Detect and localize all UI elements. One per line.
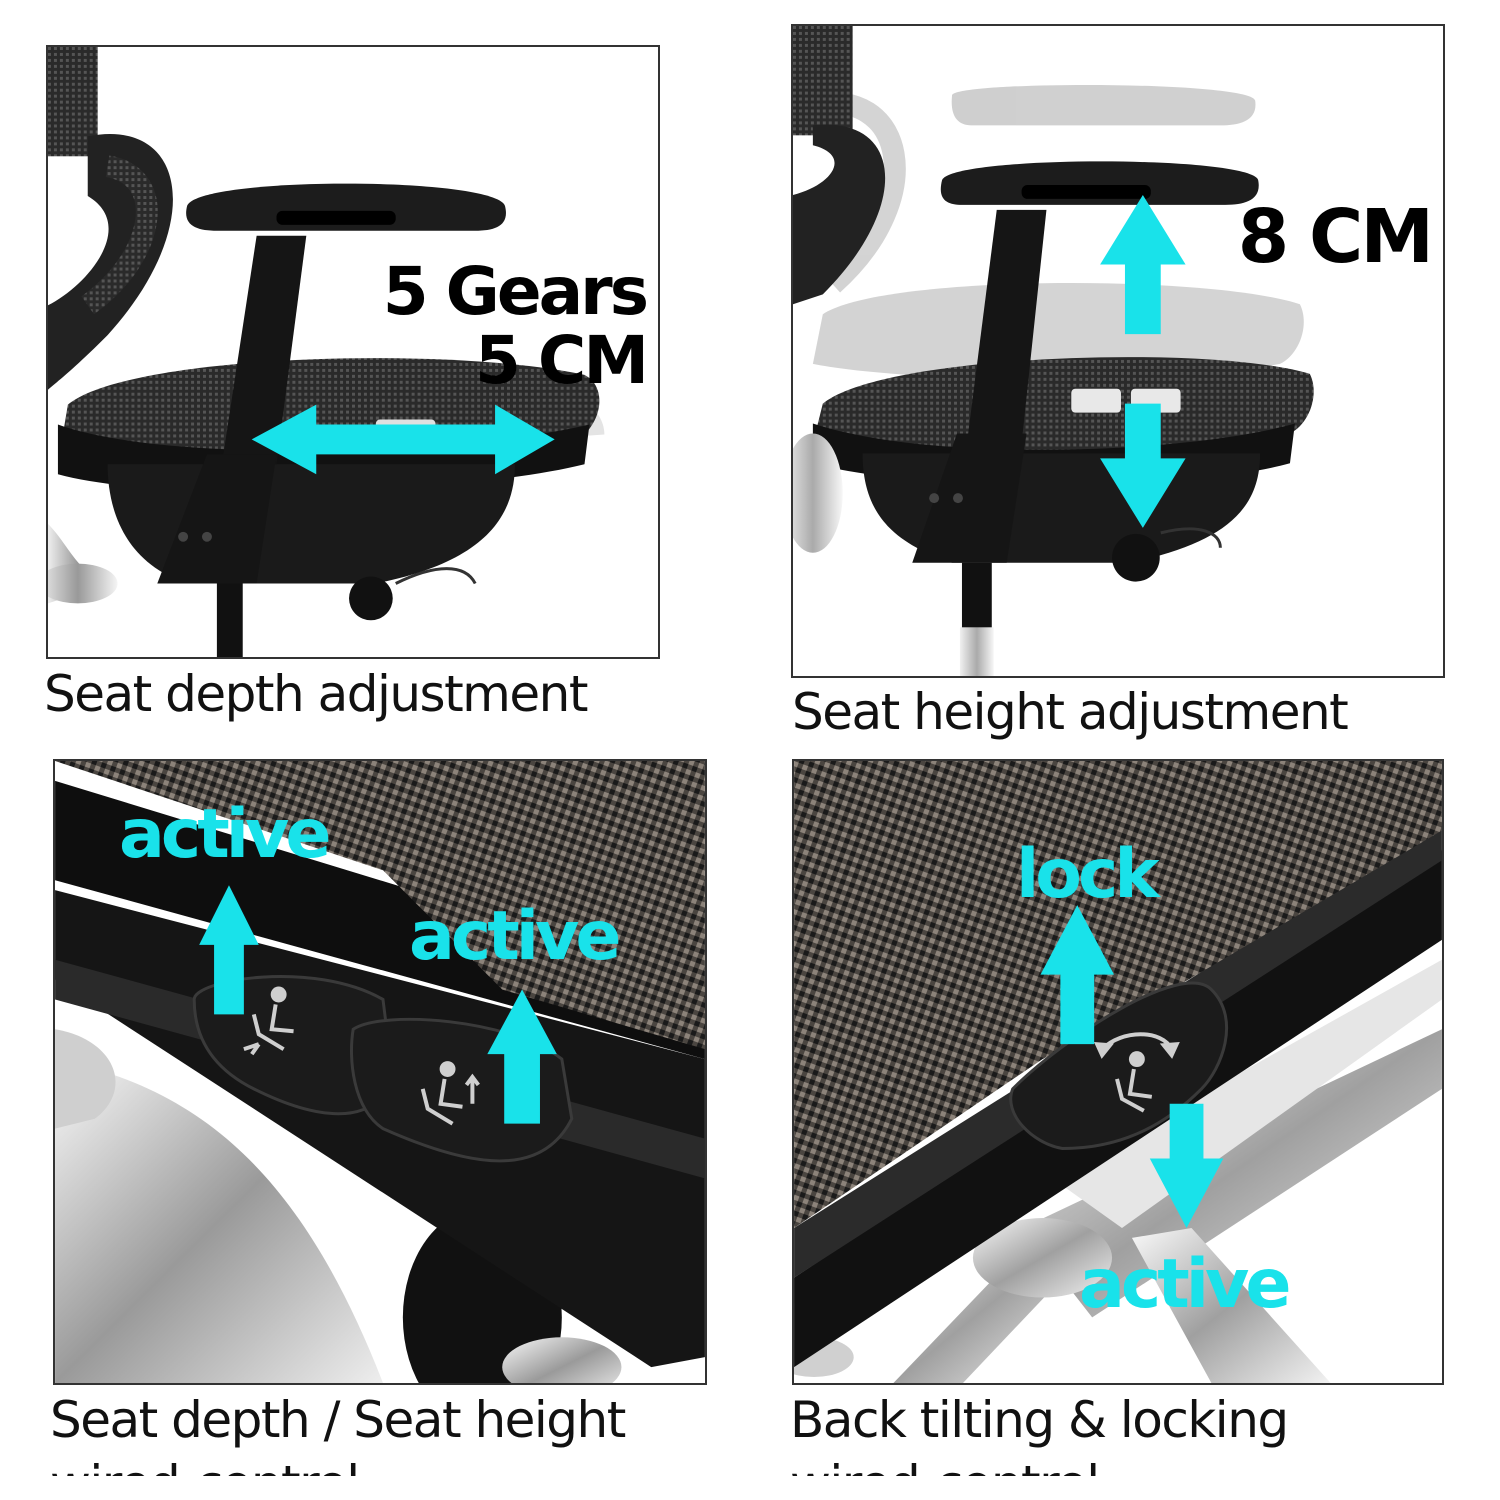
caption-line-2: wired-control bbox=[790, 1452, 1470, 1476]
caption-line-1: Seat depth / Seat height bbox=[50, 1391, 626, 1449]
caption-tilt-lock-control: Back tilting & locking wired-control bbox=[790, 1388, 1470, 1476]
depth-lever-label: active bbox=[119, 795, 331, 874]
caption-depth-height-control: Seat depth / Seat height wired-control bbox=[50, 1388, 730, 1476]
caption-seat-depth: Seat depth adjustment bbox=[44, 665, 588, 723]
seat-height-icon bbox=[420, 1061, 480, 1126]
panel-seat-depth: 5 Gears 5 CM bbox=[46, 45, 660, 659]
caption-line-2: wired-control bbox=[50, 1452, 730, 1476]
seat-depth-icon bbox=[243, 986, 294, 1056]
arrow-up-icon bbox=[1040, 905, 1115, 1045]
height-lever-label: active bbox=[409, 897, 621, 976]
caption-seat-height: Seat height adjustment bbox=[792, 683, 1349, 741]
dual-lever-closeup-illustration bbox=[55, 761, 705, 1383]
panel-tilt-lock-control: lock active bbox=[792, 759, 1444, 1385]
active-label: active bbox=[1079, 1245, 1291, 1324]
depth-callout-gears: 5 Gears bbox=[382, 253, 649, 330]
caption-line-1: Back tilting & locking bbox=[790, 1391, 1289, 1449]
chair-seat-height-illustration bbox=[793, 26, 1443, 676]
double-arrow-horizontal-icon bbox=[251, 404, 555, 475]
arrow-down-icon bbox=[1100, 403, 1186, 528]
tilt-lever-closeup-illustration bbox=[794, 761, 1442, 1383]
arrow-up-icon bbox=[1100, 194, 1186, 335]
panel-depth-height-controls: active active bbox=[53, 759, 707, 1385]
arrow-up-icon bbox=[487, 989, 557, 1124]
arrow-down-icon bbox=[1149, 1103, 1224, 1228]
panel-seat-height: 8 CM bbox=[791, 24, 1445, 678]
depth-callout-cm: 5 CM bbox=[474, 322, 649, 399]
chair-seat-depth-illustration bbox=[48, 47, 658, 657]
tilt-icon bbox=[1093, 1032, 1180, 1113]
lock-label: lock bbox=[1016, 835, 1160, 914]
height-callout: 8 CM bbox=[1237, 194, 1434, 280]
